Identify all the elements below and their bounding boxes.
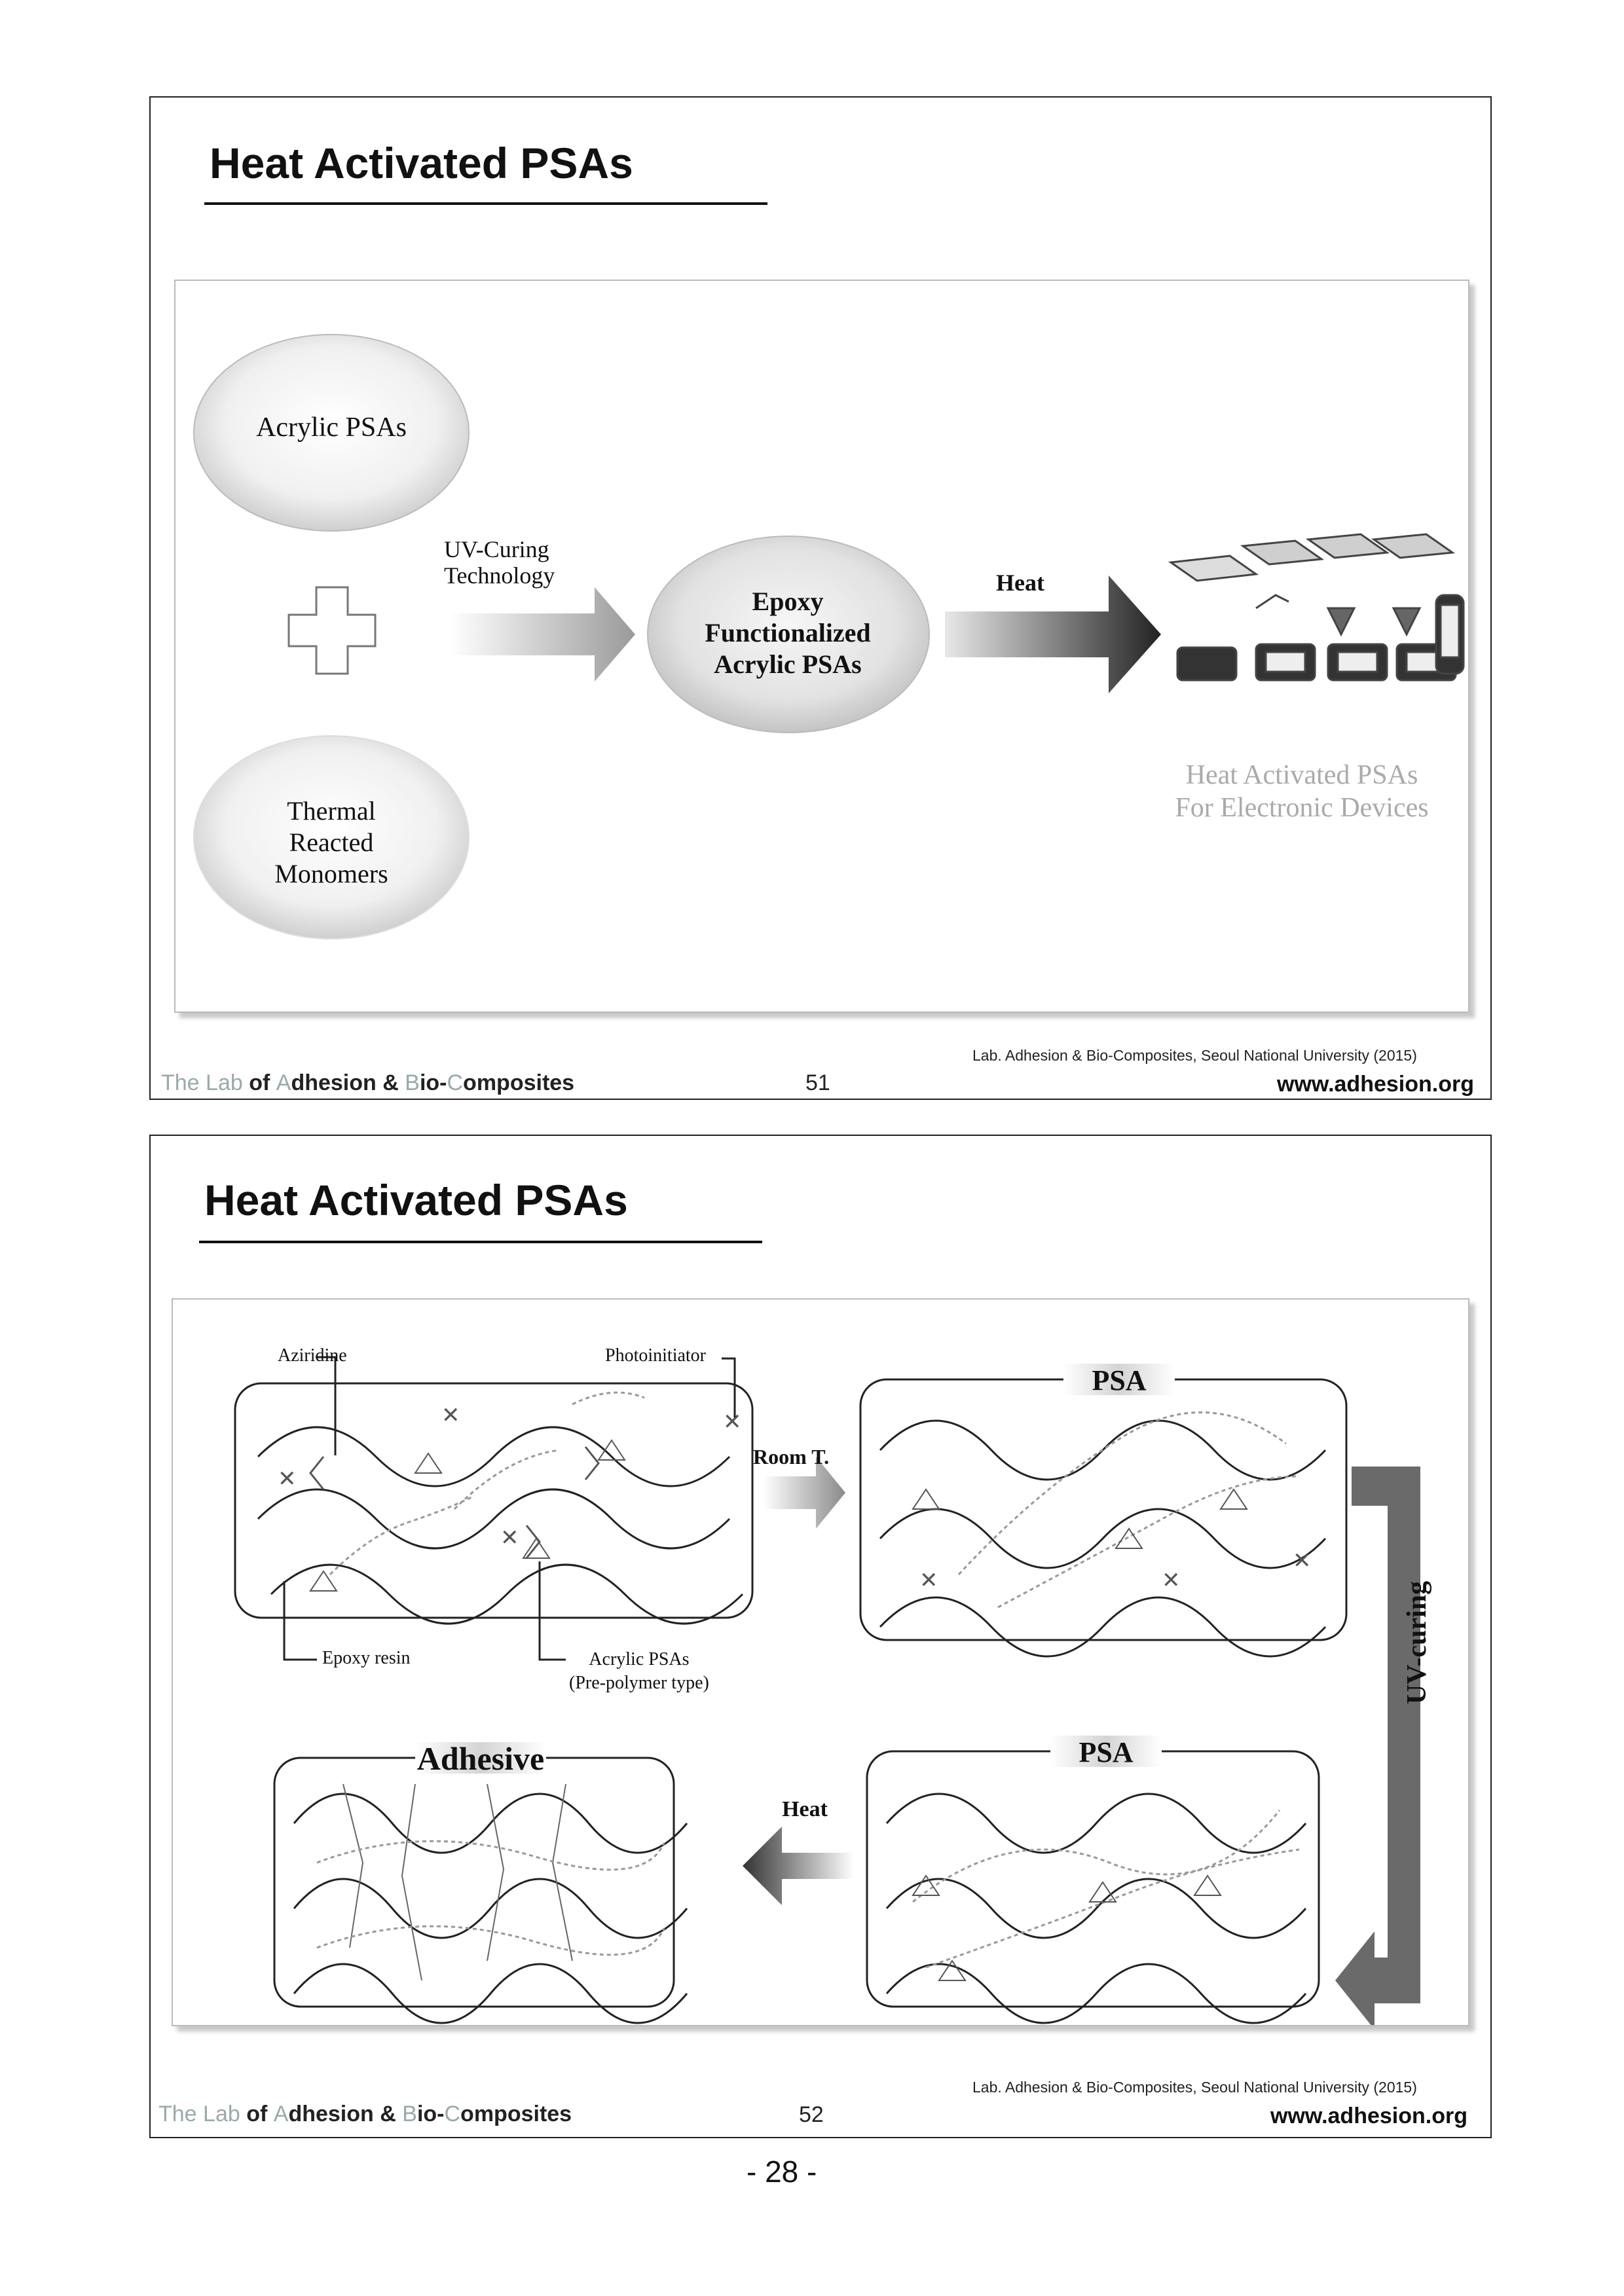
epoxy-acrylic-label: Epoxy Functionalized Acrylic PSAs (705, 587, 871, 679)
svg-text:✕: ✕ (500, 1526, 519, 1550)
epoxy-resin-label: Epoxy resin (322, 1648, 411, 1668)
adhesive-label: Adhesive (416, 1740, 545, 1777)
thermal-monomers-bubble (193, 735, 470, 939)
psa-top-label: PSA (1092, 1364, 1147, 1396)
prepolymer-box: ✕ ✕ ✕ ✕ (234, 1382, 754, 1625)
acrylic-psas-label: Acrylic PSAs (Pre-polymer type) (569, 1649, 709, 1693)
slide-number: 52 (799, 2102, 824, 2127)
svg-text:✕: ✕ (278, 1467, 297, 1491)
footer-credit: Lab. Adhesion & Bio-Composites, Seoul Na… (972, 1047, 1417, 1064)
psa-bottom-box (866, 1736, 1320, 2024)
aziridine-label: Aziridine (278, 1345, 347, 1366)
slide-number: 51 (805, 1070, 830, 1095)
device-caption: Heat Activated PSAs For Electronic Devic… (1175, 760, 1429, 823)
content-panel: Acrylic PSAs Thermal Reacted Monomers UV… (174, 280, 1469, 1013)
plus-icon (287, 586, 377, 675)
process-diagram (193, 334, 1465, 939)
uv-curing-arrow (451, 587, 635, 682)
heat-arrow (743, 1827, 854, 1905)
heat-arrow (945, 575, 1161, 693)
slide-title: Heat Activated PSAs (204, 1176, 628, 1224)
uv-curing-arrow (1335, 1467, 1420, 2025)
title-underline (204, 202, 767, 205)
electronic-device-assembly-image (1168, 533, 1465, 682)
svg-text:✕: ✕ (919, 1569, 938, 1593)
room-temp-label: Room T. (753, 1445, 830, 1468)
footer-credit: Lab. Adhesion & Bio-Composites, Seoul Na… (972, 2079, 1417, 2096)
svg-text:✕: ✕ (441, 1404, 460, 1428)
uv-curing-label: UV-curing (1402, 1580, 1432, 1705)
slide-52: Heat Activated PSAs (149, 1135, 1492, 2138)
content-panel: ✕ ✕ ✕ ✕ (172, 1298, 1469, 2026)
svg-text:✕: ✕ (1293, 1549, 1312, 1573)
acrylic-psas-bubble (193, 334, 470, 532)
heat-label: Heat (996, 570, 1044, 596)
svg-text:✕: ✕ (723, 1410, 742, 1434)
acrylic-psas-label: Acrylic PSAs (256, 412, 407, 443)
adhesive-box (273, 1742, 688, 2024)
footer-url[interactable]: www.adhesion.org (1270, 2104, 1467, 2128)
epoxy-acrylic-bubble (647, 536, 930, 733)
room-temp-arrow (764, 1457, 845, 1529)
slide-title: Heat Activated PSAs (210, 139, 633, 187)
footer-url[interactable]: www.adhesion.org (1277, 1072, 1474, 1097)
slide-51: Heat Activated PSAs (149, 96, 1492, 1100)
photoinitiator-label: Photoinitiator (605, 1345, 706, 1366)
heat-label: Heat (782, 1797, 828, 1821)
svg-text:✕: ✕ (1162, 1569, 1181, 1593)
psa-top-box: ✕ ✕ ✕ (859, 1364, 1348, 1658)
footer-lab-name: The Lab of Adhesion & Bio-Composites (158, 2102, 572, 2126)
mechanism-diagram: ✕ ✕ ✕ ✕ (234, 1356, 1420, 2025)
title-underline (199, 1241, 762, 1243)
psa-bottom-label: PSA (1079, 1736, 1134, 1768)
footer-lab-name: The Lab of Adhesion & Bio-Composites (161, 1070, 575, 1095)
page-number: - 28 - (747, 2155, 817, 2189)
uv-curing-label: UV-Curing Technology (444, 536, 555, 589)
thermal-monomers-label: Thermal Reacted Monomers (274, 796, 388, 888)
